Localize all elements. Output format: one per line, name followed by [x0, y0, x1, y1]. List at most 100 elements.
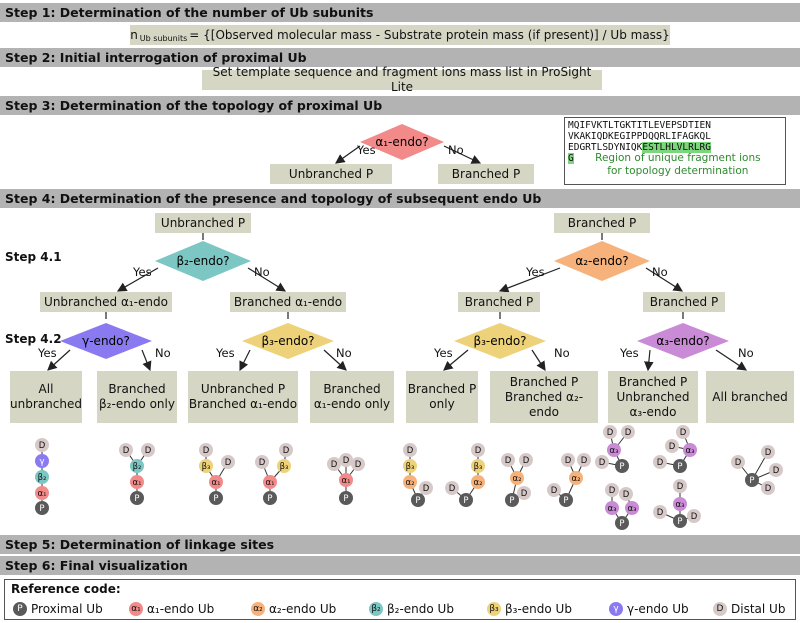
rt-qb-diamond-shape [637, 323, 729, 359]
ub-node-label: β₃ [474, 462, 483, 472]
ub-node-label: β₃ [280, 462, 289, 472]
ub-node-label: α₃ [685, 446, 694, 456]
seq-line-4: G [568, 153, 574, 164]
ub-node-D [403, 443, 417, 457]
ub-node-label: D [343, 456, 350, 466]
reference-label: α₁-endo Ub [147, 602, 215, 616]
ub-node-P [209, 491, 223, 505]
ub-node-a3 [673, 497, 687, 511]
ub-node-label: D [680, 428, 687, 438]
seq-note-2: for topology determination [607, 165, 749, 177]
rt-leaf2-line1: Branched P [509, 374, 579, 389]
rt-leaf3-line1: Branched P [618, 374, 688, 389]
reference-label: Distal Ub [731, 602, 786, 616]
ub-node-label: α₃ [607, 504, 616, 514]
tree-arrow [47, 349, 71, 371]
rt-leaf4: All branched [706, 371, 794, 423]
rt-qa-diamond: β₃-endo? [454, 323, 546, 359]
reference-label: Proximal Ub [31, 602, 103, 616]
ub-node-D [653, 505, 667, 519]
ub-node-label: α₂ [512, 474, 521, 484]
ub-node-b3 [199, 459, 213, 473]
ub-node-D [603, 425, 617, 439]
ub-node-label: D [657, 508, 664, 518]
tree-arrow [715, 349, 747, 371]
ub-node-label: D [735, 458, 742, 468]
lt-qb-yes: Yes [216, 346, 235, 360]
lt-leaf2-line2: β₂-endo only [99, 397, 175, 411]
tree-arrow [247, 267, 287, 292]
ub-node-label: P [415, 496, 420, 506]
ub-node-label: D [677, 482, 684, 492]
tree-arrow [498, 267, 561, 293]
ub-node-label: α₂ [571, 474, 580, 484]
lt-q1-diamond-shape [155, 241, 251, 281]
ub-node-label: α₃ [609, 446, 618, 456]
ub-node-D [761, 445, 775, 459]
ub-node-label: D [765, 448, 772, 458]
ub-node-label: P [267, 494, 272, 504]
lt-qb-no: No [336, 346, 352, 360]
ub-node-P [615, 516, 629, 530]
lt-qa-diamond-text: γ-endo? [82, 334, 130, 348]
reference-glyph-icon: α₂ [251, 602, 265, 616]
ub-node-label: P [619, 519, 624, 529]
ub-node-label: D [259, 458, 266, 468]
ub-node-label: P [677, 517, 682, 527]
rt-leaf2-line2: Branched α₂-endo [504, 389, 584, 419]
ub-node-D [621, 425, 635, 439]
ub-node-label: α₂ [405, 478, 414, 488]
ub-node-b2 [35, 470, 49, 484]
ub-node-label: D [765, 484, 772, 494]
ub-node-label: D [283, 446, 290, 456]
ub-node-label: P [39, 504, 44, 514]
ub-node-D [605, 483, 619, 497]
ub-node-label: D [551, 486, 558, 496]
ub-node-label: α₃ [627, 504, 636, 514]
lt-q1-diamond-text: β₂-endo? [176, 254, 229, 268]
ub-node-label: P [509, 496, 514, 506]
ub-node-D [351, 457, 365, 471]
ub-node-label: P [213, 494, 218, 504]
rt-root: Branched P [554, 213, 650, 233]
ub-node-b3 [403, 459, 417, 473]
rt-leaf3-line2: Unbranched [616, 389, 690, 404]
ub-node-label: P [343, 494, 348, 504]
ub-node-label: γ [39, 457, 44, 467]
ub-node-D [445, 481, 459, 495]
ub-node-label: β₂ [133, 462, 142, 472]
ub-node-a2 [403, 475, 417, 489]
reference-label: γ-endo Ub [627, 602, 689, 616]
tree-arrow [531, 349, 546, 372]
lt-yes: Yes [133, 265, 152, 279]
ub-node-D [577, 453, 591, 467]
rt-qb-diamond: α₃-endo? [637, 323, 729, 359]
step5-header: Step 5: Determination of linkage sites [0, 535, 800, 554]
ub-node-label: P [749, 476, 754, 486]
ub-node-label: D [203, 446, 210, 456]
ub-node-D [221, 455, 235, 469]
ub-node-label: D [773, 466, 780, 476]
ub-node-P [505, 493, 519, 507]
step3-header: Step 3: Determination of the topology of… [0, 96, 800, 115]
ub-node-label: P [619, 462, 624, 472]
ub-node-a1 [263, 475, 277, 489]
ub-node-D [561, 453, 575, 467]
tree-arrow [443, 349, 469, 371]
s3-question-diamond-text: α₁-endo? [375, 135, 428, 149]
ub-node-D [255, 455, 269, 469]
s3-question-diamond-shape [360, 124, 444, 160]
reference-glyph-icon: β₂ [369, 602, 383, 616]
ub-node-D [141, 443, 155, 457]
rt-q1-diamond: α₂-endo? [554, 241, 650, 281]
rt-qa-yes: Yes [434, 346, 453, 360]
step4-header: Step 4: Determination of the presence an… [0, 189, 800, 208]
ub-node-D [279, 443, 293, 457]
